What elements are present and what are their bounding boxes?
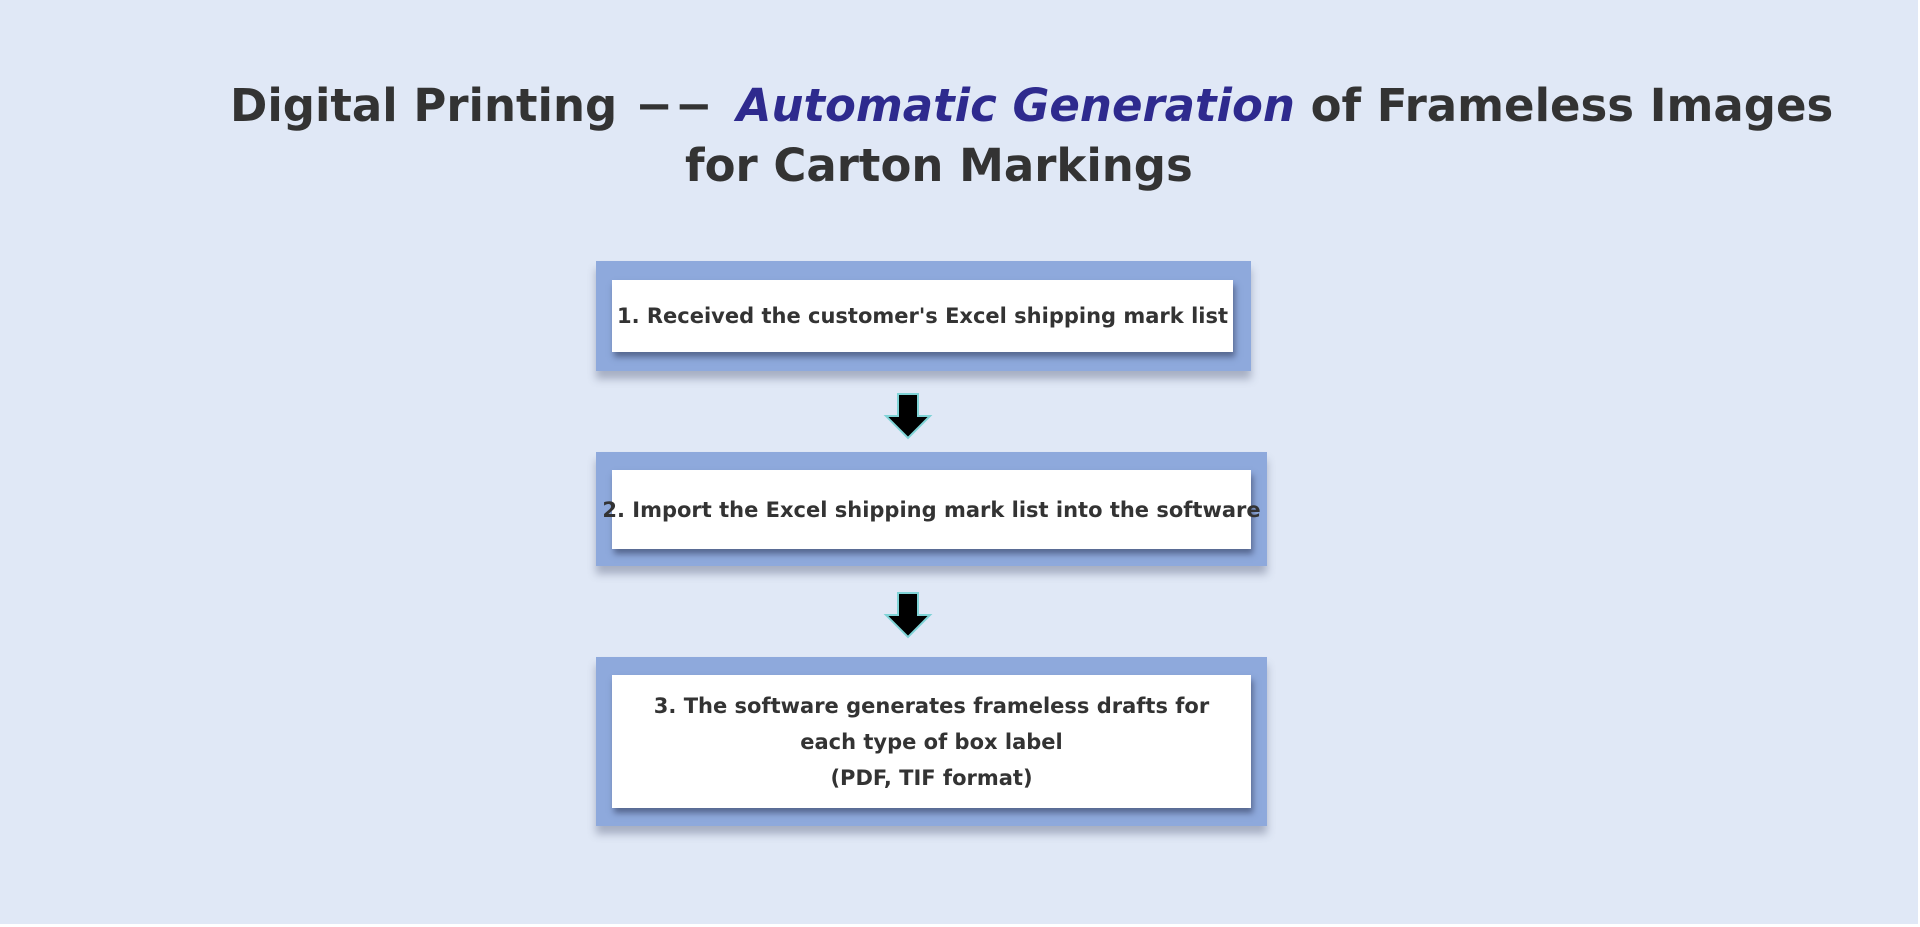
step-3-text-line-3: (PDF, TIF format) <box>830 765 1033 790</box>
title-line-2: for Carton Markings <box>685 139 1193 192</box>
step-box-2: 2. Import the Excel shipping mark list i… <box>596 452 1267 566</box>
step-box-3-content: 3. The software generates frameless draf… <box>612 675 1251 808</box>
step-3-text-line-1: 3. The software generates frameless draf… <box>653 693 1210 718</box>
step-box-3: 3. The software generates frameless draf… <box>596 657 1267 826</box>
title-dash: −− <box>635 79 715 132</box>
arrow-down-icon <box>883 592 933 639</box>
arrow-down-icon <box>883 393 933 440</box>
step-box-1-content: 1. Received the customer's Excel shippin… <box>612 280 1233 352</box>
step-box-1: 1. Received the customer's Excel shippin… <box>596 261 1251 371</box>
step-2-text-line: 2. Import the Excel shipping mark list i… <box>602 497 1261 522</box>
title-part-1: Digital Printing <box>230 79 618 132</box>
title-emphasis: Automatic Generation <box>736 79 1295 132</box>
step-1-text-line: 1. Received the customer's Excel shippin… <box>616 304 1229 328</box>
step-box-2-content: 2. Import the Excel shipping mark list i… <box>602 470 1261 549</box>
page-title: Digital Printing −− Automatic Generation o… <box>230 76 1833 196</box>
step-3-text-line-2: each type of box label <box>800 729 1063 754</box>
title-part-2: of Frameless Images <box>1310 79 1834 132</box>
